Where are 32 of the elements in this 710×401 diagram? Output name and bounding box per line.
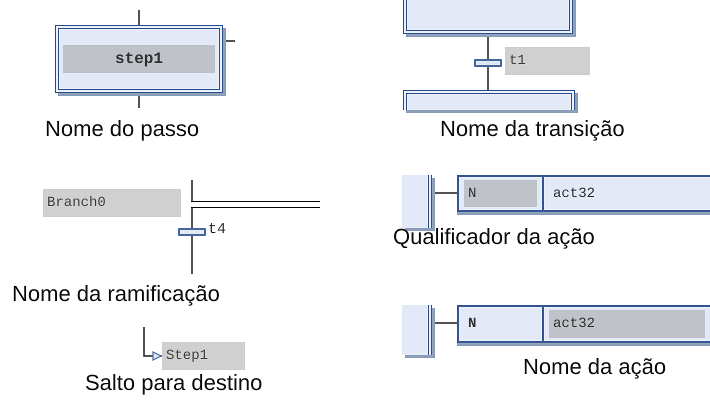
action-qualifier: N: [467, 316, 476, 332]
caption: Nome da ação: [523, 354, 666, 380]
action-block: [457, 175, 710, 212]
caption: Qualificador da ação: [393, 224, 595, 250]
jump-arrow: [143, 327, 162, 361]
connector-line: [487, 67, 489, 90]
step-box: [402, 175, 432, 228]
step-box: [402, 305, 432, 355]
action-block: [457, 305, 710, 343]
qualifier-field: N: [464, 180, 537, 207]
transition-name: t4: [208, 221, 226, 238]
connector-line: [138, 93, 140, 108]
connector-line: [191, 208, 193, 228]
transition-bar: [474, 59, 502, 67]
action-name: act32: [552, 186, 596, 202]
branch-name-field: Branch0: [43, 189, 181, 217]
connector-line: [191, 180, 193, 201]
transition-name-field: t1: [505, 47, 590, 75]
step-name-field: step1: [63, 45, 215, 73]
caption: Nome do passo: [45, 116, 200, 142]
caption: Nome da ramificação: [12, 281, 220, 307]
connector-line: [138, 10, 140, 25]
jump-target-field: Step1: [162, 342, 245, 370]
transition-bar: [178, 228, 206, 236]
step-box: [55, 25, 223, 93]
action-name-field: act32: [549, 310, 705, 338]
step-box: [403, 0, 573, 34]
connector-line: [191, 236, 193, 274]
caption: Nome da transição: [440, 116, 625, 142]
step-box: [403, 90, 575, 110]
caption: Salto para destino: [85, 370, 262, 396]
branch-double-line: [191, 201, 320, 208]
